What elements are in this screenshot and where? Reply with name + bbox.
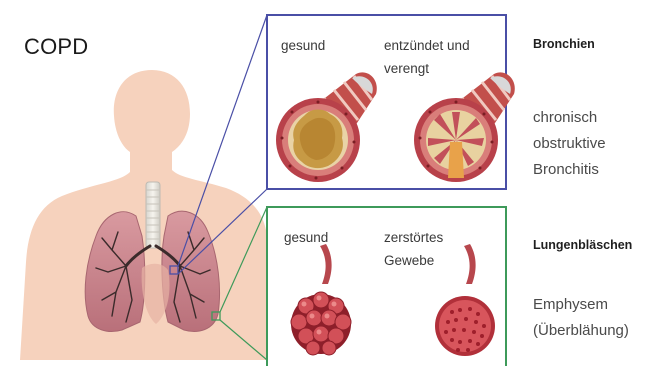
alveoli-heading: Lungenbläschen: [533, 238, 632, 252]
bronchi-heading: Bronchien: [533, 37, 595, 51]
alveoli-destroyed-label-line2: Gewebe: [384, 251, 434, 271]
bronchi-inflamed-label-line1: entzündet und: [384, 36, 470, 56]
bronchitis-line1: chronisch: [533, 106, 597, 129]
emphysema-line2: (Überblähung): [533, 319, 629, 342]
bronchi-healthy-label: gesund: [281, 36, 325, 56]
bronchitis-line3: Bronchitis: [533, 158, 599, 181]
inflamed-bronchus-illustration: [410, 68, 520, 186]
bronchitis-line2: obstruktive: [533, 132, 606, 155]
destroyed-alveoli-illustration: [430, 244, 500, 358]
healthy-bronchus-illustration: [272, 68, 382, 186]
emphysema-line1: Emphysem: [533, 293, 608, 316]
healthy-alveoli-illustration: [286, 244, 356, 358]
